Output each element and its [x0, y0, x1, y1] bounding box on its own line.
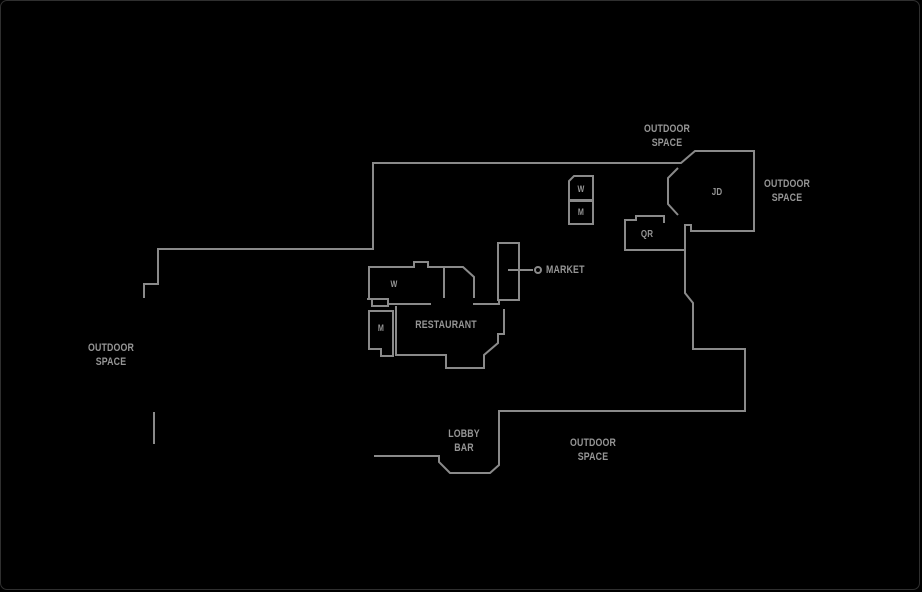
label-room-qr: QR	[640, 229, 654, 240]
market-leader-dot	[534, 266, 542, 274]
label-outdoor-space-right: OUTDOOR SPACE	[763, 178, 811, 204]
label-outdoor-space-left: OUTDOOR SPACE	[87, 342, 135, 368]
label-room-lobby-bar: LOBBY BAR	[448, 428, 480, 454]
label-room-jd: JD	[711, 187, 723, 198]
wall-restroom-m-lower	[368, 310, 394, 357]
label-outdoor-space-top: OUTDOOR SPACE	[643, 123, 691, 149]
label-room-m-lower: M	[377, 323, 385, 333]
label-room-w-upper: W	[577, 184, 585, 194]
wall-main-outline	[143, 150, 755, 474]
label-outdoor-space-bottom: OUTDOOR SPACE	[569, 437, 617, 463]
wall-market-kiosk	[497, 242, 520, 301]
label-room-market: MARKET	[546, 264, 585, 276]
label-room-restaurant: RESTAURANT	[415, 319, 477, 331]
wall-fixture-box	[371, 298, 389, 307]
wall-room-jd-left	[667, 167, 679, 216]
label-room-m-upper: M	[577, 207, 585, 217]
wall-restaurant-top	[368, 261, 475, 298]
wall-restaurant-bottom	[395, 306, 505, 369]
label-room-w-lower: W	[390, 279, 398, 289]
wall-room-qr	[624, 215, 685, 251]
wall-restroom-m-upper	[568, 200, 594, 225]
